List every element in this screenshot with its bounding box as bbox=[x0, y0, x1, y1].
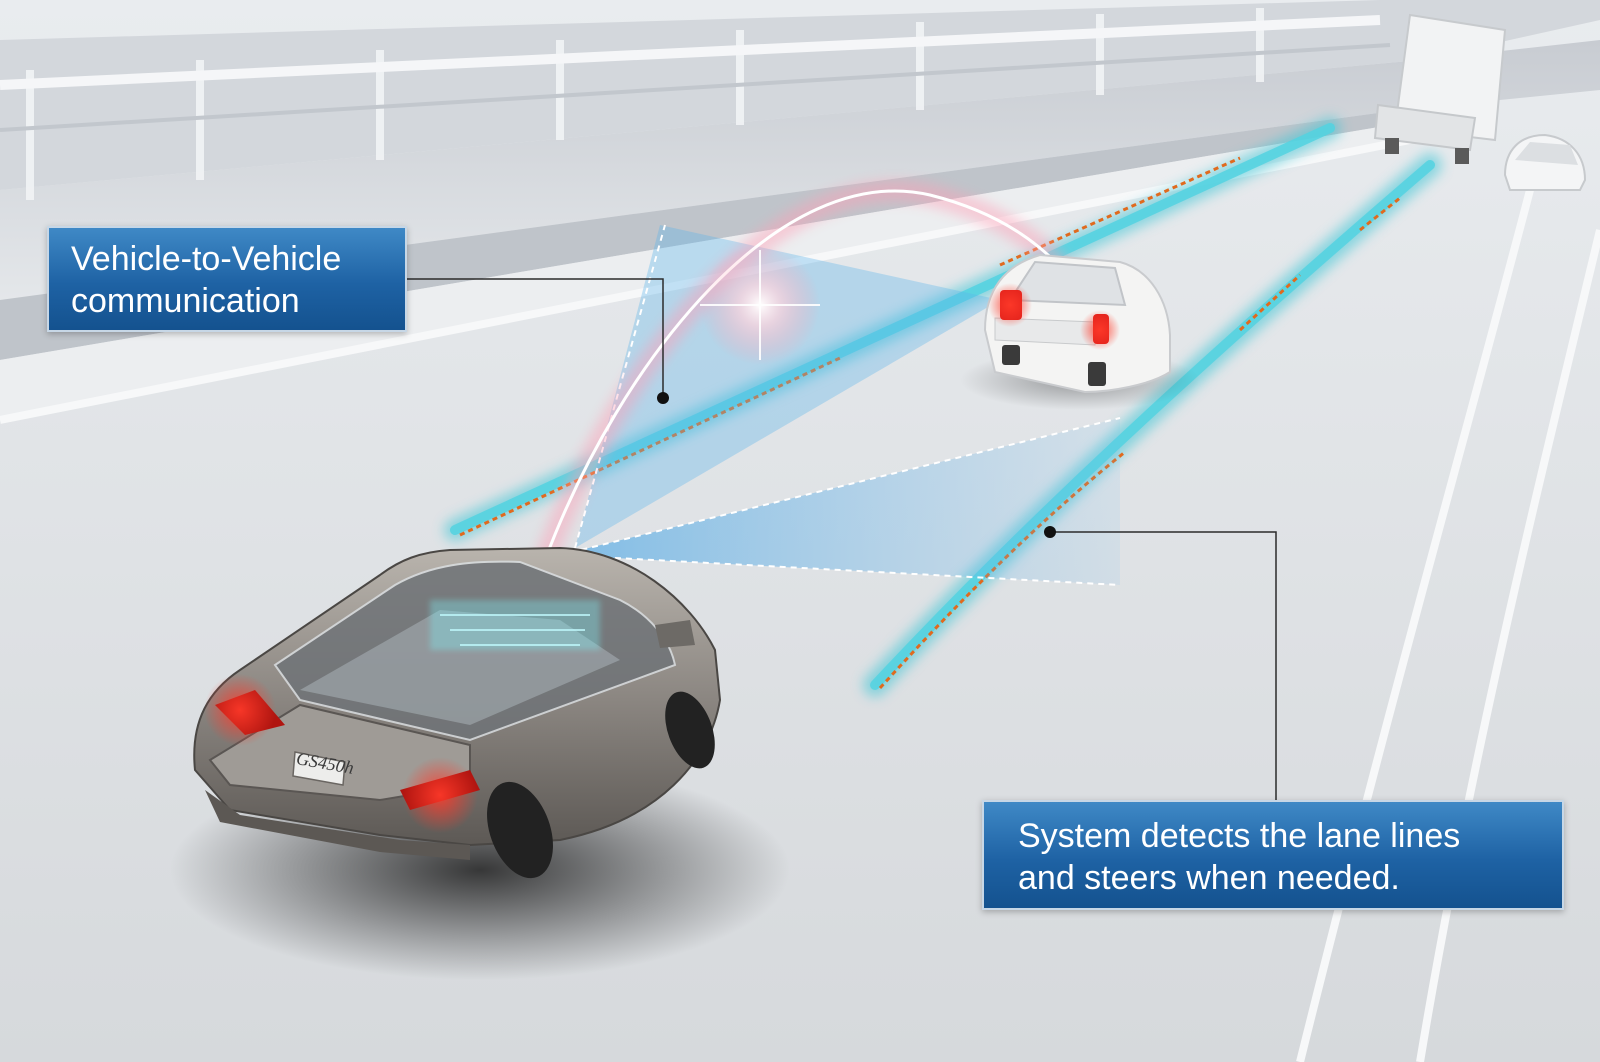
license-plate bbox=[292, 751, 346, 786]
host-vehicle bbox=[193, 546, 722, 879]
lane-line-left bbox=[444, 117, 1341, 541]
leader-line-lane bbox=[1044, 526, 1277, 800]
distant-car bbox=[1503, 133, 1587, 191]
callout-lane-line1: System detects the lane lines bbox=[1018, 817, 1461, 855]
callout-v2v-line1: Vehicle-to-Vehicle bbox=[71, 240, 342, 278]
lead-vehicle bbox=[960, 253, 1200, 410]
distant-truck bbox=[1373, 13, 1507, 164]
callout-v2v-communication: Vehicle-to-Vehicle communication bbox=[47, 226, 407, 332]
leader-line-v2v bbox=[407, 278, 669, 404]
callout-lane-detection: System detects the lane lines and steers… bbox=[982, 800, 1564, 910]
callout-lane-line2: and steers when needed. bbox=[1018, 859, 1400, 897]
callout-v2v-line2: communication bbox=[71, 282, 300, 320]
